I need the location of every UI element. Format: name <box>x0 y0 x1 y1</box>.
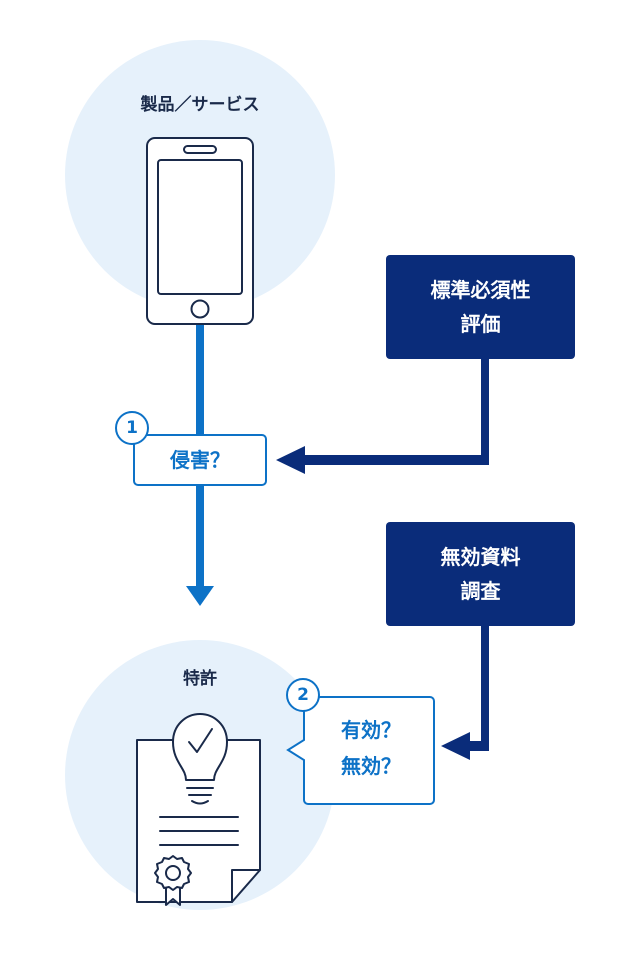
infringement-question: 侵害？ <box>170 448 230 472</box>
essentiality-box-line1: 標準必須性 <box>430 278 531 302</box>
badge-2-number: 2 <box>297 685 309 705</box>
badge-1 <box>115 411 149 445</box>
invalidity-box-line1: 無効資料 <box>440 545 521 569</box>
validity-question-line1: 有効？ <box>341 718 401 742</box>
flow-arrowhead <box>186 586 214 606</box>
question-box-1 <box>133 434 267 486</box>
smartphone-icon <box>146 137 254 325</box>
product-label: 製品／サービス <box>140 95 260 115</box>
essentiality-evaluation-box: 標準必須性 評価 <box>386 255 575 359</box>
validity-question: 有効？ 無効？ <box>308 712 434 784</box>
seal-ribbon-icon <box>154 855 192 906</box>
invalidity-box-line2: 調査 <box>460 579 501 603</box>
invalidity-connector <box>441 626 489 760</box>
validity-question-line2: 無効？ <box>341 754 401 778</box>
badge-1-number: 1 <box>126 418 138 438</box>
invalidity-search-box: 無効資料 調査 <box>386 522 575 626</box>
essentiality-connector <box>276 358 489 474</box>
badge-2 <box>286 678 320 712</box>
question-box-2 <box>286 696 435 805</box>
checkmark-icon <box>188 728 213 753</box>
patent-label: 特許 <box>183 669 217 689</box>
essentiality-box-line2: 評価 <box>460 312 501 336</box>
